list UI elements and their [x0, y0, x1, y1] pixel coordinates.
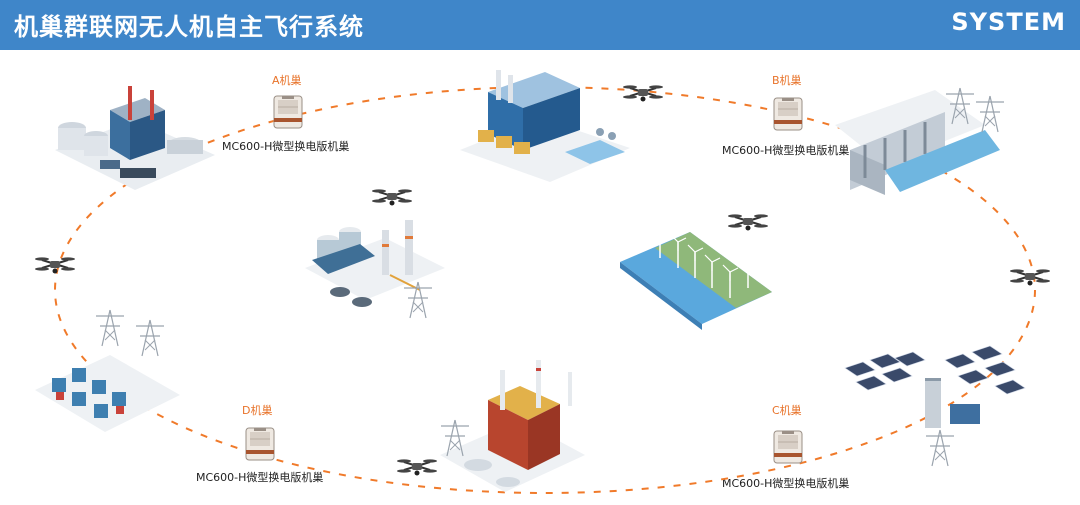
header-bar: 机巢群联网无人机自主飞行系统 SYSTEM: [0, 0, 1080, 50]
factory-icon: [55, 82, 215, 190]
drone-icon: [622, 84, 664, 103]
nest-b-icon: [773, 97, 803, 131]
drone-icon: [371, 188, 413, 207]
substation-icon: [35, 309, 180, 432]
nest-a-model: MC600-H微型换电版机巢: [222, 140, 350, 153]
nest-d-model: MC600-H微型换电版机巢: [196, 471, 324, 484]
drone-icon: [34, 256, 76, 275]
nest-b-name: B机巢: [772, 74, 802, 87]
flight-route: [54, 86, 1036, 494]
nest-a-icon: [273, 95, 303, 129]
refinery-icon: [305, 220, 445, 319]
nest-a-name: A机巢: [272, 74, 302, 87]
drone-icon: [1009, 268, 1051, 287]
drone-icon: [727, 213, 769, 232]
hydro-dam-icon: [835, 87, 1005, 195]
nest-b-model: MC600-H微型换电版机巢: [722, 144, 850, 157]
wind-farm-icon: [620, 224, 772, 330]
solar-farm-icon: [844, 345, 1026, 467]
nest-d-icon: [245, 427, 275, 461]
system-diagram: [34, 70, 1051, 494]
nest-c-model: MC600-H微型换电版机巢: [722, 477, 850, 490]
page-title: 机巢群联网无人机自主飞行系统: [14, 13, 364, 41]
nest-d-name: D机巢: [242, 404, 273, 417]
nest-c-icon: [773, 430, 803, 464]
header-tag: SYSTEM: [951, 8, 1066, 36]
power-station-icon: [440, 360, 585, 492]
drone-icon: [396, 458, 438, 477]
power-plant-icon: [460, 70, 630, 182]
nest-c-name: C机巢: [772, 404, 802, 417]
